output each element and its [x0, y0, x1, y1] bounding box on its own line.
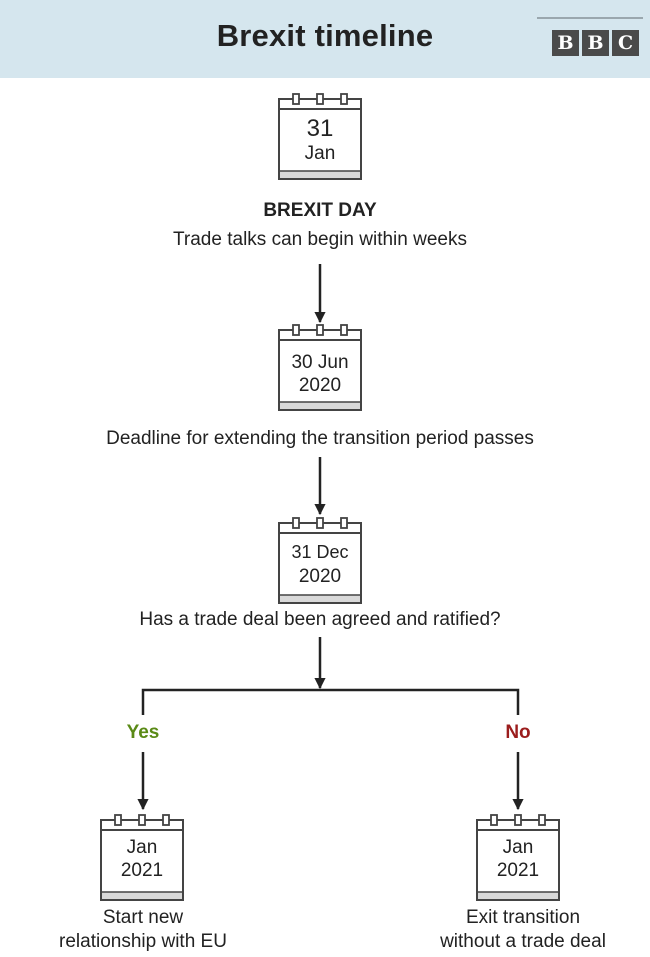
bbc-logo: B B C: [552, 30, 639, 56]
yes-outcome-line2: relationship with EU: [59, 931, 227, 952]
yes-label: Yes: [126, 722, 160, 743]
no-outcome-line1: Exit transition: [465, 907, 581, 928]
calendar-3-line1: 31 Dec: [291, 542, 349, 562]
logo-letter-c: C: [612, 30, 639, 56]
brexit-day-heading: BREXIT DAY: [263, 200, 377, 221]
no-outcome-line2: without a trade deal: [440, 931, 606, 952]
calendar-3-line2: 2020: [298, 566, 342, 587]
calendar-2-line2: 2020: [298, 375, 342, 396]
step-3-question: Has a trade deal been agreed and ratifie…: [139, 609, 501, 630]
calendar-yes-line2: 2021: [120, 860, 164, 881]
calendar-yes-line1: Jan: [126, 837, 158, 858]
calendar-2-line1: 30 Jun: [291, 352, 349, 373]
logo-letter-b2: B: [582, 30, 609, 56]
no-label: No: [505, 722, 531, 743]
logo-rule: [537, 17, 643, 19]
calendar-no-line2: 2021: [496, 860, 540, 881]
branch-connector: [141, 688, 520, 715]
step-1-text: Trade talks can begin within weeks: [173, 229, 467, 250]
calendar-1-day: 31: [306, 115, 334, 142]
step-2-text: Deadline for extending the transition pe…: [106, 428, 534, 449]
yes-outcome-line1: Start new: [102, 907, 184, 928]
calendar-1-month: Jan: [304, 143, 336, 164]
page-title: Brexit timeline: [216, 18, 434, 53]
header-banner: [0, 0, 650, 78]
calendar-no-line1: Jan: [502, 837, 534, 858]
logo-letter-b1: B: [552, 30, 579, 56]
